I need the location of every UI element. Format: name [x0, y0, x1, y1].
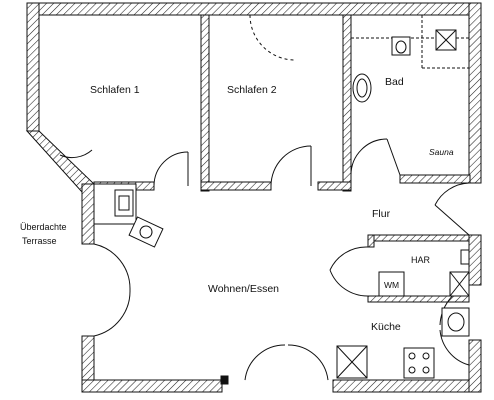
- label-wm: WM: [384, 280, 399, 290]
- label-sauna: Sauna: [429, 147, 454, 157]
- fixtures: [114, 29, 470, 385]
- label-flur: Flur: [372, 208, 391, 220]
- label-wohnen: Wohnen/Essen: [208, 283, 279, 295]
- interior-walls: [93, 14, 471, 303]
- label-har: HAR: [411, 255, 431, 265]
- exterior-walls: [25, 2, 482, 393]
- washing-machine: [378, 271, 405, 297]
- label-terrasse-line1: Überdachte: [20, 222, 67, 232]
- label-schlafen1: Schlafen 1: [90, 84, 140, 96]
- label-schlafen2: Schlafen 2: [227, 84, 277, 96]
- sauna-partition: [351, 15, 469, 69]
- label-kueche: Küche: [371, 321, 401, 333]
- label-terrasse-line2: Terrasse: [22, 236, 57, 246]
- label-bad: Bad: [385, 76, 404, 88]
- cooktop: [403, 347, 435, 379]
